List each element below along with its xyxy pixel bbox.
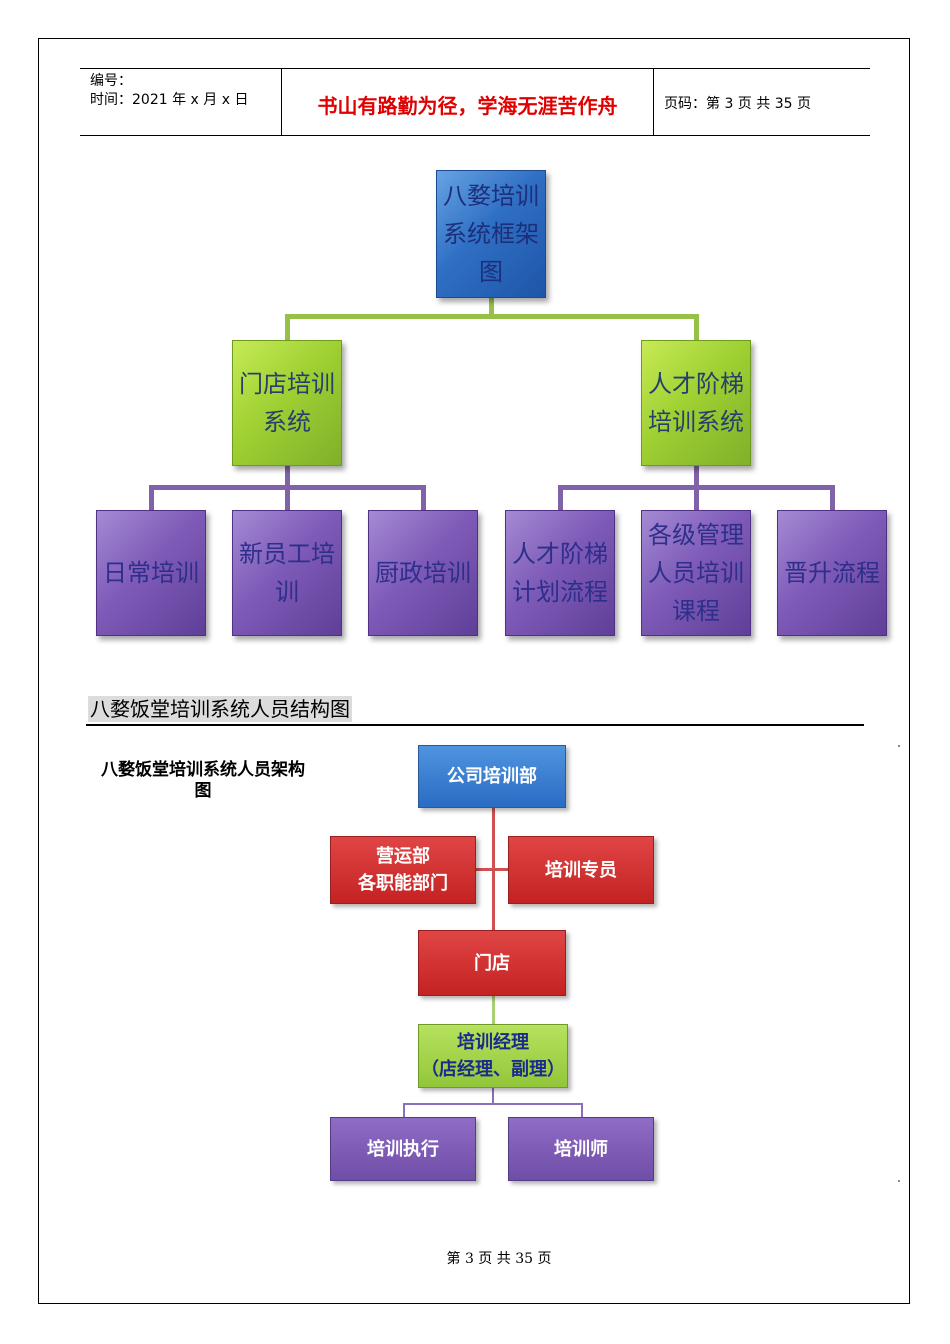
departments-label: 各职能部门 [358, 873, 448, 894]
training-dept-node: 公司培训部 [418, 745, 566, 808]
footer-page-number: 第 3 页 共 35 页 [446, 1251, 552, 1267]
trainer-node: 培训师 [508, 1117, 654, 1181]
section-underline [86, 724, 864, 726]
store-node: 门店 [418, 930, 566, 996]
root-node: 八婺培训系统框架图 [436, 170, 546, 298]
connector-red-bar [476, 868, 510, 871]
page-border [38, 38, 910, 1304]
chart2-caption: 八婺饭堂培训系统人员架构图 [101, 760, 305, 801]
connector-bottom-bar [403, 1103, 583, 1105]
training-specialist-node: 培训专员 [508, 836, 654, 904]
connector-store-manager [492, 996, 495, 1024]
manager-roles-label: （店经理、副理） [421, 1059, 565, 1080]
time-label: 时间：2021 年 x 月 x 日 [90, 92, 249, 108]
kitchen-training-node: 厨政培训 [368, 510, 478, 636]
connector-left-child-2 [285, 485, 290, 511]
connector-right-child-2 [694, 485, 699, 511]
connector-branch-bar [285, 314, 699, 319]
talent-plan-node: 人才阶梯计划流程 [505, 510, 615, 636]
page-footer: 第 3 页 共 35 页 [0, 1248, 950, 1268]
new-staff-training-node: 新员工培训 [232, 510, 342, 636]
connector-manager-down [492, 1088, 494, 1104]
page-label: 页码：第 3 页 共 35 页 [664, 96, 811, 112]
connector-right-branch [694, 314, 699, 340]
daily-training-node: 日常培训 [96, 510, 206, 636]
training-manager-label: 培训经理 [457, 1032, 529, 1053]
promotion-node: 晋升流程 [777, 510, 887, 636]
motto: 书山有路勤为径，学海无涯苦作舟 [282, 69, 654, 135]
connector-left-child-1 [149, 485, 154, 511]
connector-root [489, 298, 494, 316]
scan-dot [898, 1180, 900, 1182]
connector-right-child-3 [830, 485, 835, 511]
header-meta: 编号： 时间：2021 年 x 月 x 日 [80, 69, 282, 135]
connector-bottom-right [581, 1103, 583, 1117]
connector-right-down [694, 465, 699, 487]
section-heading: 八婺饭堂培训系统人员结构图 [88, 696, 352, 722]
operations-label: 营运部 [376, 846, 430, 867]
connector-left-child-3 [421, 485, 426, 511]
connector-right-child-1 [558, 485, 563, 511]
talent-ladder-node: 人才阶梯培训系统 [641, 340, 751, 466]
page-header: 编号： 时间：2021 年 x 月 x 日 书山有路勤为径，学海无涯苦作舟 页码… [80, 68, 870, 136]
connector-bottom-left [403, 1103, 405, 1117]
connector-left-branch [285, 314, 290, 340]
training-execution-node: 培训执行 [330, 1117, 476, 1181]
number-label: 编号： [90, 73, 132, 89]
operations-node: 营运部 各职能部门 [330, 836, 476, 904]
connector-left-down [285, 465, 290, 487]
management-course-node: 各级管理人员培训课程 [641, 510, 751, 636]
training-manager-node: 培训经理 （店经理、副理） [418, 1024, 568, 1088]
store-training-node: 门店培训系统 [232, 340, 342, 466]
scan-dot [898, 745, 900, 747]
